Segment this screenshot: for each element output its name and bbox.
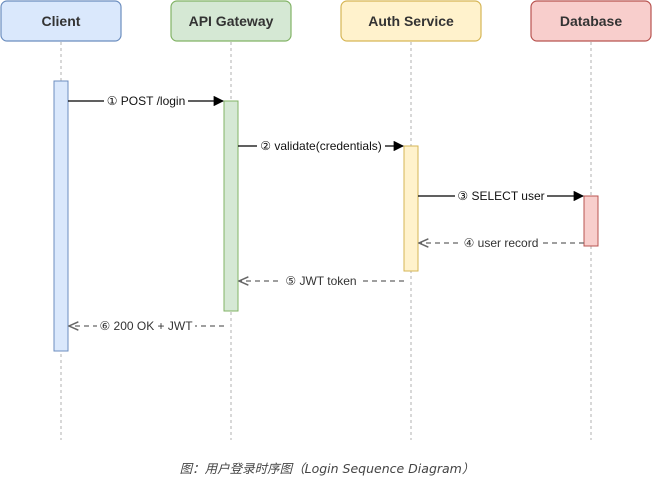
message-label: ③ SELECT user bbox=[457, 189, 544, 203]
participant-label: Client bbox=[42, 13, 81, 29]
participant-client: Client bbox=[0, 0, 122, 42]
participant-label: API Gateway bbox=[189, 13, 274, 29]
message-jwt-token: ⑤ JWT token bbox=[239, 273, 404, 289]
diagram-caption: 图：用户登录时序图（Login Sequence Diagram） bbox=[179, 461, 475, 476]
message-label-bg bbox=[97, 318, 195, 334]
message-label: ④ user record bbox=[464, 236, 539, 250]
message-label: ⑥ 200 OK + JWT bbox=[99, 319, 193, 333]
message-label-bg bbox=[282, 273, 360, 289]
participant-box bbox=[530, 0, 652, 42]
activation-bar-client bbox=[53, 80, 69, 352]
message-post-login: ① POST /login bbox=[68, 93, 225, 109]
activation-bar-gateway bbox=[223, 100, 239, 312]
participant-label: Database bbox=[560, 13, 622, 29]
message-user-record: ④ user record bbox=[419, 235, 584, 251]
message-label: ② validate(credentials) bbox=[260, 139, 381, 153]
activation-bar-database bbox=[583, 195, 599, 247]
participant-box bbox=[0, 0, 122, 42]
message-label: ① POST /login bbox=[107, 94, 186, 108]
sequence-diagram: Client API Gateway Auth Service Database… bbox=[0, 0, 652, 440]
message-label-bg bbox=[455, 188, 547, 204]
activation-bar-auth bbox=[403, 145, 419, 272]
message-200-ok-jwt: ⑥ 200 OK + JWT bbox=[69, 318, 224, 334]
participant-label: Auth Service bbox=[368, 13, 454, 29]
message-label-bg bbox=[460, 235, 542, 251]
message-validate-credentials: ② validate(credentials) bbox=[238, 138, 405, 154]
message-label: ⑤ JWT token bbox=[285, 274, 356, 288]
participant-auth: Auth Service bbox=[340, 0, 482, 42]
message-label-bg bbox=[104, 93, 188, 109]
participant-box bbox=[170, 0, 292, 42]
participant-box bbox=[340, 0, 482, 42]
participant-gateway: API Gateway bbox=[170, 0, 292, 42]
message-label-bg bbox=[257, 138, 385, 154]
participant-database: Database bbox=[530, 0, 652, 42]
message-select-user: ③ SELECT user bbox=[418, 188, 585, 204]
